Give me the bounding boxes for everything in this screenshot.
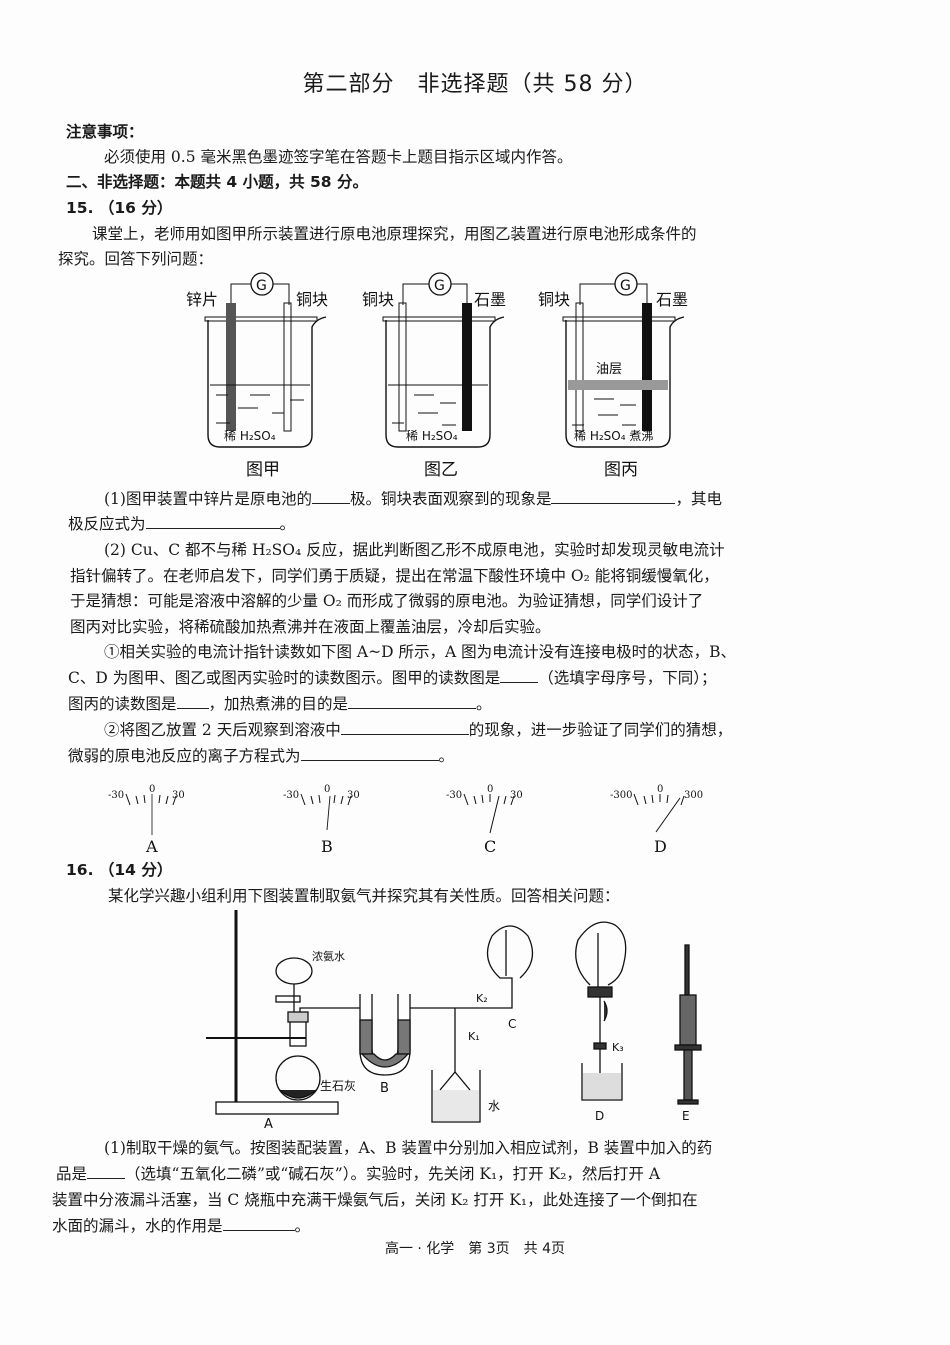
- svg-text:K₂: K₂: [476, 992, 488, 1005]
- q16-header: 16. （14 分）: [66, 860, 172, 880]
- galvanic-cell-figures: G 稀 H₂SO₄ 锌片 铜块 图甲 G: [186, 272, 688, 480]
- svg-text:B: B: [321, 837, 333, 856]
- answer-blank[interactable]: [300, 746, 439, 761]
- q16-part1-line4: 水面的漏斗，水的作用是。: [52, 1216, 311, 1235]
- answer-blank[interactable]: [145, 514, 280, 529]
- page-title: 第二部分 非选择题（共 58 分）: [302, 72, 648, 97]
- svg-text:30: 30: [510, 790, 523, 801]
- q15-part1-line2: 极反应式为。: [68, 514, 296, 533]
- svg-text:石墨: 石墨: [474, 290, 506, 309]
- q16-part1-line2: 品是（选填“五氧化二磷”或“碱石灰”）。实验时，先关闭 K₁，打开 K₂，然后打…: [56, 1164, 661, 1183]
- svg-text:G: G: [620, 278, 631, 294]
- q15-part1-line1: (1)图甲装置中锌片是原电池的极。铜块表面观察到的现象是，其电: [104, 489, 722, 508]
- q15-intro-1: 课堂上，老师用如图甲所示装置进行原电池原理探究，用图乙装置进行原电池形成条件的: [92, 225, 697, 243]
- q16-score: （14 分）: [98, 861, 173, 879]
- answer-blank[interactable]: [311, 489, 350, 504]
- q15-sub2-line1: ②将图乙放置 2 天后观察到溶液中的现象，进一步验证了同学们的猜想，: [104, 720, 733, 739]
- q15-sub1-line2: C、D 为图甲、图乙或图丙实验时的读数图示。图甲的读数图是（选填字母序号，下同）…: [68, 668, 717, 687]
- svg-text:-30: -30: [446, 790, 462, 801]
- meter-D: -300 0 300 D: [610, 784, 703, 856]
- answer-blank[interactable]: [500, 668, 539, 683]
- svg-text:K₃: K₃: [612, 1041, 624, 1054]
- q15-sub2-line2: 微弱的原电池反应的离子方程式为。: [68, 746, 455, 765]
- galvanometer-readings: -30 0 30 A -30 0 30 B -30 0 30: [108, 784, 703, 856]
- q15-number: 15.: [66, 199, 94, 217]
- svg-text:300: 300: [684, 790, 703, 801]
- answer-blank[interactable]: [222, 1216, 295, 1231]
- fountain-and-syringe-figure: K₃ D E: [575, 921, 702, 1123]
- figure-yi: G 稀 H₂SO₄ 铜块 石墨 图乙: [362, 272, 506, 480]
- figure-jia: G 稀 H₂SO₄ 锌片 铜块 图甲: [186, 272, 328, 480]
- answer-blank[interactable]: [348, 694, 477, 709]
- svg-text:G: G: [256, 278, 267, 294]
- answer-blank[interactable]: [87, 1164, 126, 1179]
- meter-C: -30 0 30 C: [446, 784, 523, 856]
- svg-text:石墨: 石墨: [656, 290, 688, 309]
- page-footer: 高一 · 化学 第 3页 共 4页: [384, 1241, 566, 1257]
- svg-text:G: G: [434, 278, 445, 294]
- svg-text:-30: -30: [283, 790, 299, 801]
- svg-text:水: 水: [488, 1099, 500, 1113]
- svg-text:30: 30: [347, 790, 360, 801]
- q16-intro: 某化学兴趣小组利用下图装置制取氨气并探究其有关性质。回答相关问题：: [108, 887, 620, 905]
- svg-text:铜块: 铜块: [362, 290, 394, 309]
- q16-part1-line3: 装置中分液漏斗活塞，当 C 烧瓶中充满干燥氨气后，关闭 K₂ 打开 K₁，此处连…: [52, 1191, 698, 1209]
- svg-text:C: C: [508, 1017, 516, 1031]
- q15-header: 15. （16 分）: [66, 198, 172, 218]
- svg-text:0: 0: [487, 784, 493, 795]
- svg-text:铜块: 铜块: [538, 290, 570, 309]
- svg-text:浓氨水: 浓氨水: [312, 950, 345, 963]
- figure-bing: G 油层 稀 H₂SO₄ 煮沸 铜块 石墨 图丙: [538, 272, 688, 480]
- svg-text:稀 H₂SO₄: 稀 H₂SO₄: [406, 429, 458, 443]
- svg-text:B: B: [380, 1081, 389, 1096]
- svg-text:-300: -300: [610, 790, 632, 801]
- svg-text:铜块: 铜块: [296, 290, 328, 309]
- notice-heading: 注意事项：: [66, 123, 144, 141]
- q15-intro-2: 探究。回答下列问题：: [58, 250, 214, 268]
- svg-text:D: D: [595, 1109, 604, 1123]
- svg-text:0: 0: [324, 784, 330, 795]
- svg-text:0: 0: [149, 784, 155, 795]
- svg-text:图乙: 图乙: [424, 460, 458, 480]
- svg-text:A: A: [264, 1117, 273, 1130]
- meter-B: -30 0 30 B: [283, 784, 360, 856]
- ammonia-apparatus-figure: 浓氨水 生石灰 A B K₁ K₂ C 水: [206, 910, 534, 1130]
- answer-blank[interactable]: [176, 694, 209, 709]
- svg-text:图甲: 图甲: [246, 460, 280, 480]
- q16-number: 16.: [66, 861, 94, 879]
- q15-part2-line2: 指针偏转了。在老师启发下，同学们勇于质疑，提出在常温下酸性环境中 O₂ 能将铜缓…: [70, 567, 719, 585]
- q15-sub1-line1: ①相关实验的电流计指针读数如下图 A~D 所示，A 图为电流计没有连接电极时的状…: [104, 643, 736, 661]
- svg-text:0: 0: [657, 784, 663, 795]
- q16-part1-line1: (1)制取干燥的氨气。按图装配装置，A、B 装置中分别加入相应试剂，B 装置中加…: [104, 1139, 713, 1157]
- q15-sub1-line3: 图丙的读数图是，加热煮沸的目的是。: [68, 694, 492, 713]
- q15-part2-line3: 于是猜想：可能是溶液中溶解的少量 O₂ 而形成了微弱的原电池。为验证猜想，同学们…: [70, 592, 704, 610]
- svg-text:30: 30: [172, 790, 185, 801]
- svg-text:稀 H₂SO₄: 稀 H₂SO₄: [224, 429, 276, 443]
- svg-text:图丙: 图丙: [604, 460, 638, 480]
- section-title: 二、非选择题：本题共 4 小题，共 58 分。: [66, 173, 368, 191]
- svg-text:C: C: [484, 837, 496, 856]
- svg-text:E: E: [682, 1109, 690, 1123]
- svg-text:稀 H₂SO₄ 煮沸: 稀 H₂SO₄ 煮沸: [574, 429, 653, 443]
- svg-text:生石灰: 生石灰: [320, 1079, 356, 1093]
- svg-text:油层: 油层: [596, 362, 622, 377]
- q15-part2-line4: 图丙对比实验，将稀硫酸加热煮沸并在液面上覆盖油层，冷却后实验。: [70, 618, 551, 636]
- svg-text:锌片: 锌片: [186, 290, 218, 309]
- meter-A: -30 0 30 A: [108, 784, 185, 856]
- notice-text: 必须使用 0.5 毫米黑色墨迹签字笔在答题卡上题目指示区域内作答。: [104, 148, 573, 166]
- answer-blank[interactable]: [340, 720, 469, 735]
- svg-text:-30: -30: [108, 790, 124, 801]
- answer-blank[interactable]: [551, 489, 676, 504]
- svg-text:D: D: [654, 837, 667, 856]
- svg-text:K₁: K₁: [468, 1030, 480, 1043]
- svg-text:A: A: [145, 837, 158, 856]
- q15-score: （16 分）: [98, 199, 173, 217]
- q15-part2-line1: (2) Cu、C 都不与稀 H₂SO₄ 反应，据此判断图乙形不成原电池，实验时却…: [104, 541, 725, 559]
